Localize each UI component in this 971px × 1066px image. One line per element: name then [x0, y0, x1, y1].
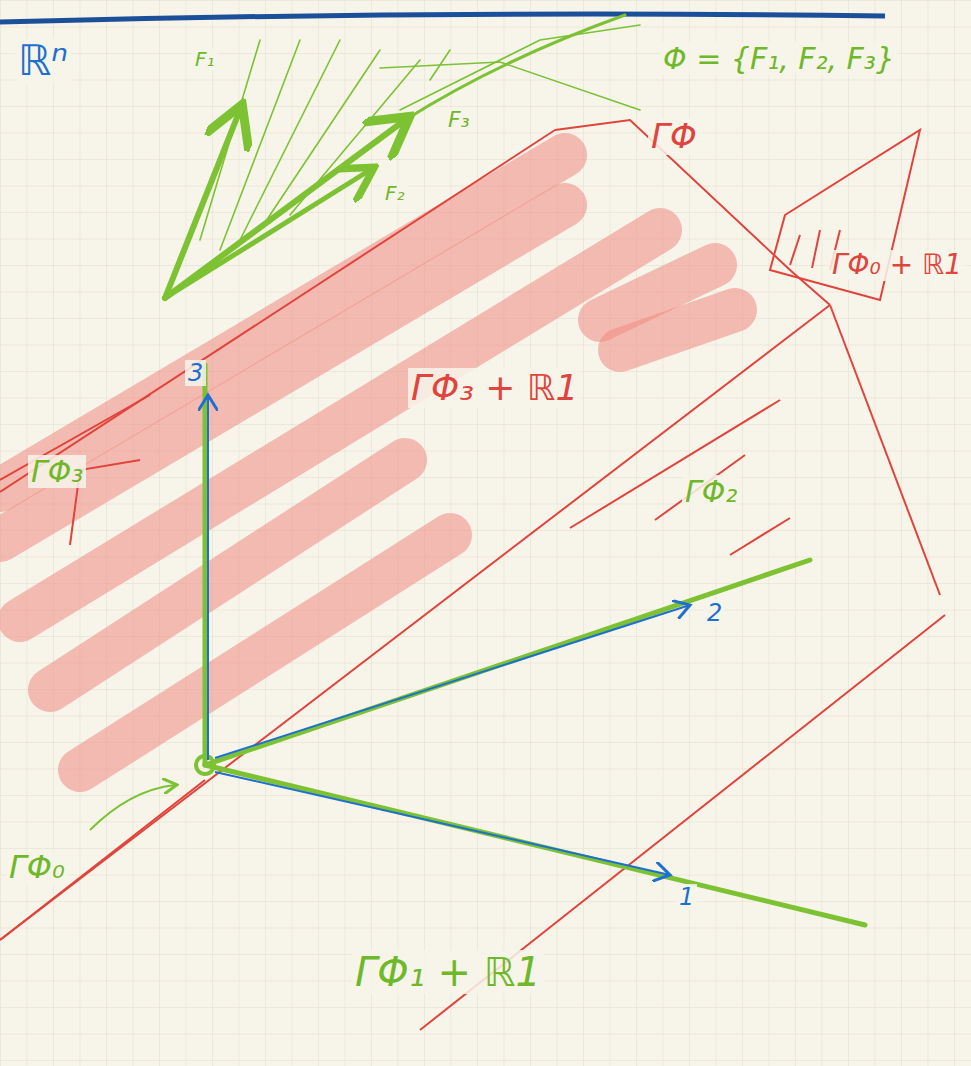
- top-rule: [0, 14, 885, 22]
- cone-name: ΓΦ₃ + ℝ1: [408, 368, 581, 408]
- unit-vectors: [208, 395, 690, 875]
- cone-name: ΓΦ₀ + ℝ1: [829, 250, 965, 281]
- cone-rays: [205, 365, 865, 925]
- callout-number: 3: [185, 360, 206, 386]
- pointer-arrow: [90, 785, 175, 830]
- origin-dot: [196, 756, 214, 774]
- cone-name: ΓΦ₁ + ℝ1: [352, 950, 544, 994]
- set-definition: Φ = {F₁, F₂, F₃}: [660, 42, 898, 75]
- cone-name: ΓΦ: [648, 118, 700, 155]
- vector-name: F₁: [192, 48, 218, 70]
- space-symbol: ℝⁿ: [15, 38, 71, 84]
- cone-name: ΓΦ₃: [28, 455, 86, 488]
- callout-number: 2: [704, 600, 725, 626]
- cone-name: ΓΦ₂: [682, 475, 740, 508]
- cone-name: ΓΦ₀: [6, 850, 68, 885]
- callout-number: 1: [676, 884, 697, 910]
- vector-name: F₂: [382, 182, 408, 204]
- generator-vectors: [165, 15, 640, 298]
- vector-name: F₃: [445, 108, 472, 132]
- cone-boundary: [0, 120, 945, 1030]
